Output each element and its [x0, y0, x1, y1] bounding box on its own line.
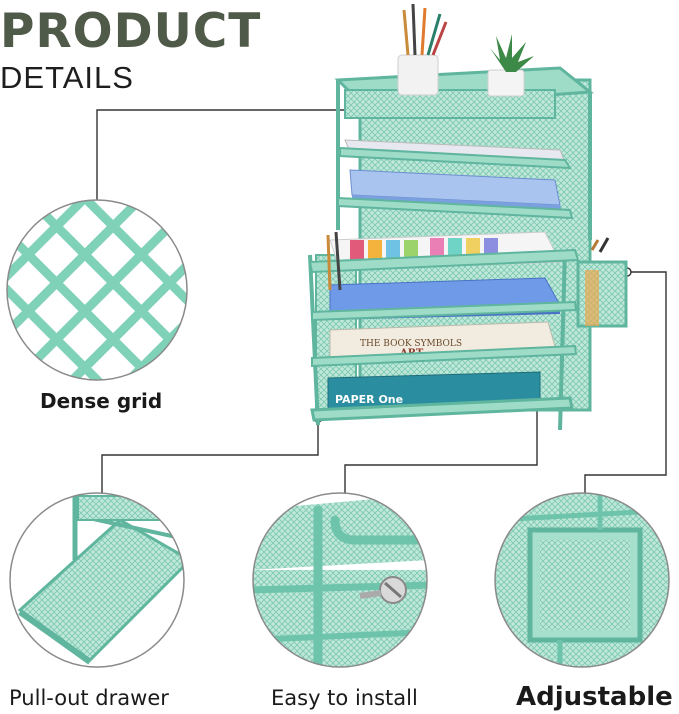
side-pencil-holder: [326, 231, 628, 328]
detail-dense-grid: [6, 199, 188, 381]
detail-adjustable: [494, 492, 670, 668]
folder-stack-2: [311, 277, 578, 322]
heading-details: DETAILS: [0, 60, 134, 95]
paper-brand: PAPER One: [335, 393, 403, 406]
detail-easy-install: [252, 492, 428, 668]
caption-dense-grid: Dense grid: [40, 389, 163, 413]
callout-lines: [96, 109, 667, 495]
desk-organizer: THE BOOK SYMBOLS ART PAPER One: [308, 3, 628, 431]
book-title: THE BOOK SYMBOLS: [360, 339, 462, 349]
paper-ream: PAPER One: [310, 371, 574, 422]
plant-pot: [487, 34, 534, 97]
caption-pull-out-drawer: Pull-out drawer: [9, 686, 169, 710]
heading-product: PRODUCT: [0, 4, 262, 59]
folder-stack-blue: [337, 169, 574, 220]
caption-easy-install: Easy to install: [271, 686, 418, 710]
book-stack: THE BOOK SYMBOLS ART: [311, 321, 578, 368]
color-chart-sheet: [308, 231, 580, 274]
pencil-cup-top: [397, 3, 448, 96]
paper-stack-1: [339, 139, 572, 170]
caption-adjustable: Adjustable: [516, 682, 673, 712]
detail-pull-out-drawer: [9, 492, 185, 668]
